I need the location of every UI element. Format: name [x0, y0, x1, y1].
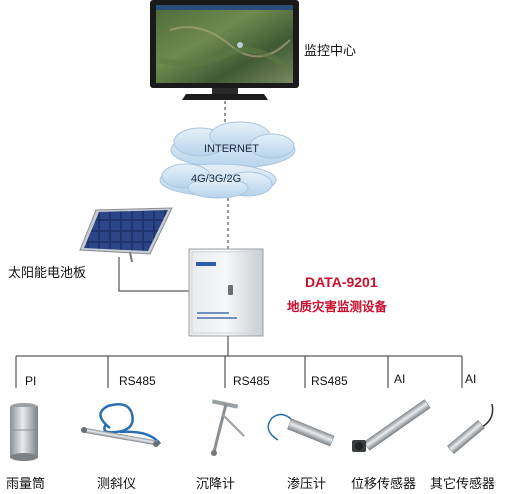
inclinometer-image — [81, 403, 162, 447]
displacement-sensor-image — [352, 399, 431, 452]
port-label-rs485-1: RS485 — [119, 374, 156, 388]
sensor-label-settlement: 沉降计 — [196, 477, 236, 492]
rain-gauge-image — [10, 403, 38, 461]
port-label-rs485-3: RS485 — [311, 374, 348, 388]
other-sensor-image — [447, 403, 494, 455]
port-label-ai-2: AI — [465, 372, 477, 386]
device-description: 地质灾害监测设备 — [287, 299, 388, 314]
sensor-label-displacement: 位移传感器 — [351, 477, 417, 492]
device-enclosure — [188, 248, 264, 337]
settlement-gauge-image — [211, 399, 245, 456]
port-label-pi: PI — [25, 374, 37, 388]
sensor-label-inclinometer: 测斜仪 — [97, 477, 137, 492]
sensor-label-rain-gauge: 雨量筒 — [6, 477, 46, 492]
monitor — [150, 0, 299, 100]
sensor-bus — [15, 355, 463, 388]
sensor-label-other: 其它传感器 — [430, 477, 496, 492]
sensor-label-piezometer: 渗压计 — [287, 477, 327, 492]
port-label-ai-1: AI — [394, 372, 406, 386]
piezometer-image — [267, 413, 335, 447]
solar-panel-label: 太阳能电池板 — [8, 266, 87, 281]
device-model: DATA-9201 — [305, 274, 378, 290]
solar-panel — [79, 207, 173, 263]
network-label: 4G/3G/2G — [191, 173, 242, 185]
solar-device-link — [118, 257, 192, 292]
internet-label: INTERNET — [204, 143, 259, 155]
internet-cloud — [159, 121, 296, 199]
monitor-center-label: 监控中心 — [304, 44, 357, 59]
port-label-rs485-2: RS485 — [233, 374, 270, 388]
